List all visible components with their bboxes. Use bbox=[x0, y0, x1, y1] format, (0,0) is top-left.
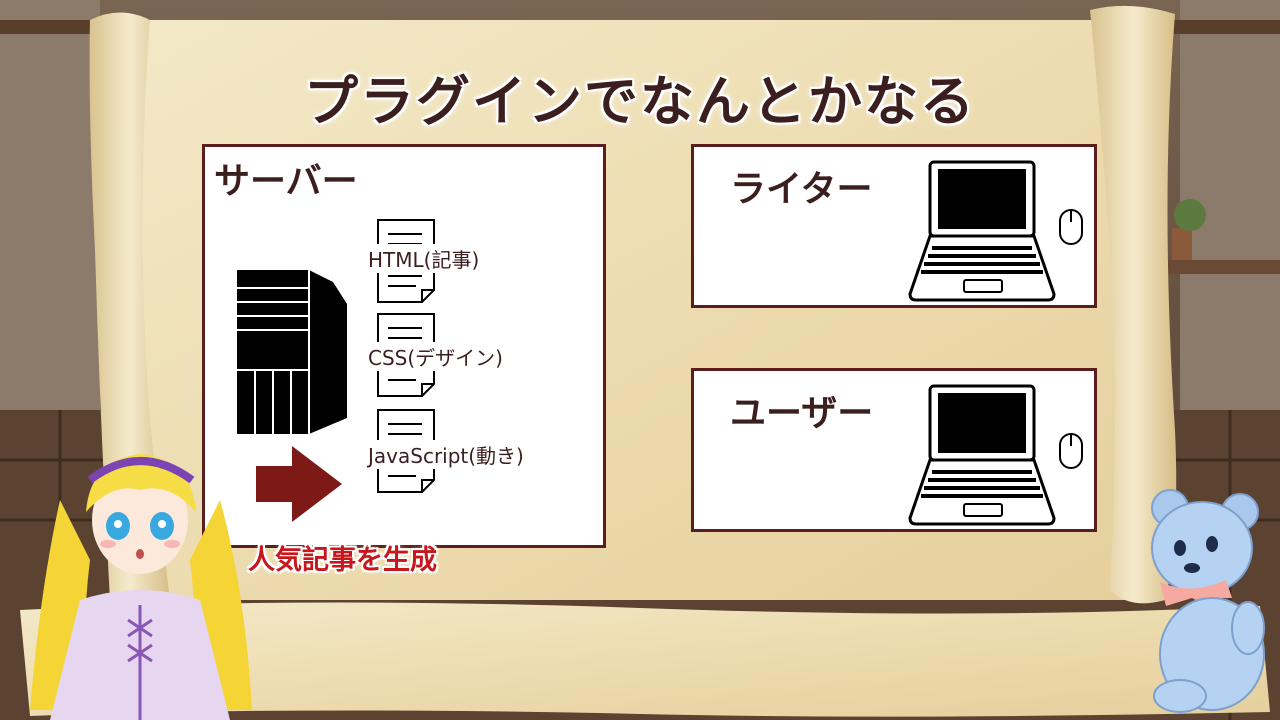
user-panel-label: ユーザー bbox=[730, 393, 874, 434]
mouse-icon bbox=[1059, 433, 1083, 469]
document-label-javascript: JavaScript(動き) bbox=[366, 440, 526, 469]
mouse-icon bbox=[1059, 209, 1083, 245]
arrow-right-icon bbox=[256, 446, 342, 522]
laptop-icon bbox=[908, 384, 1056, 526]
slide-title: プラグインでなんとかなる bbox=[304, 70, 976, 133]
document-label-css: CSS(デザイン) bbox=[366, 342, 505, 371]
teddy-bear-icon bbox=[1151, 489, 1265, 713]
output-caption: 人気記事を生成 bbox=[248, 545, 437, 576]
writer-panel-label: ライター bbox=[730, 169, 873, 210]
server-panel-label: サーバー bbox=[214, 161, 358, 202]
server-tower-icon bbox=[237, 270, 347, 434]
laptop-icon bbox=[908, 160, 1056, 302]
document-label-html: HTML(記事) bbox=[366, 244, 482, 273]
girl-character-icon bbox=[30, 454, 252, 720]
